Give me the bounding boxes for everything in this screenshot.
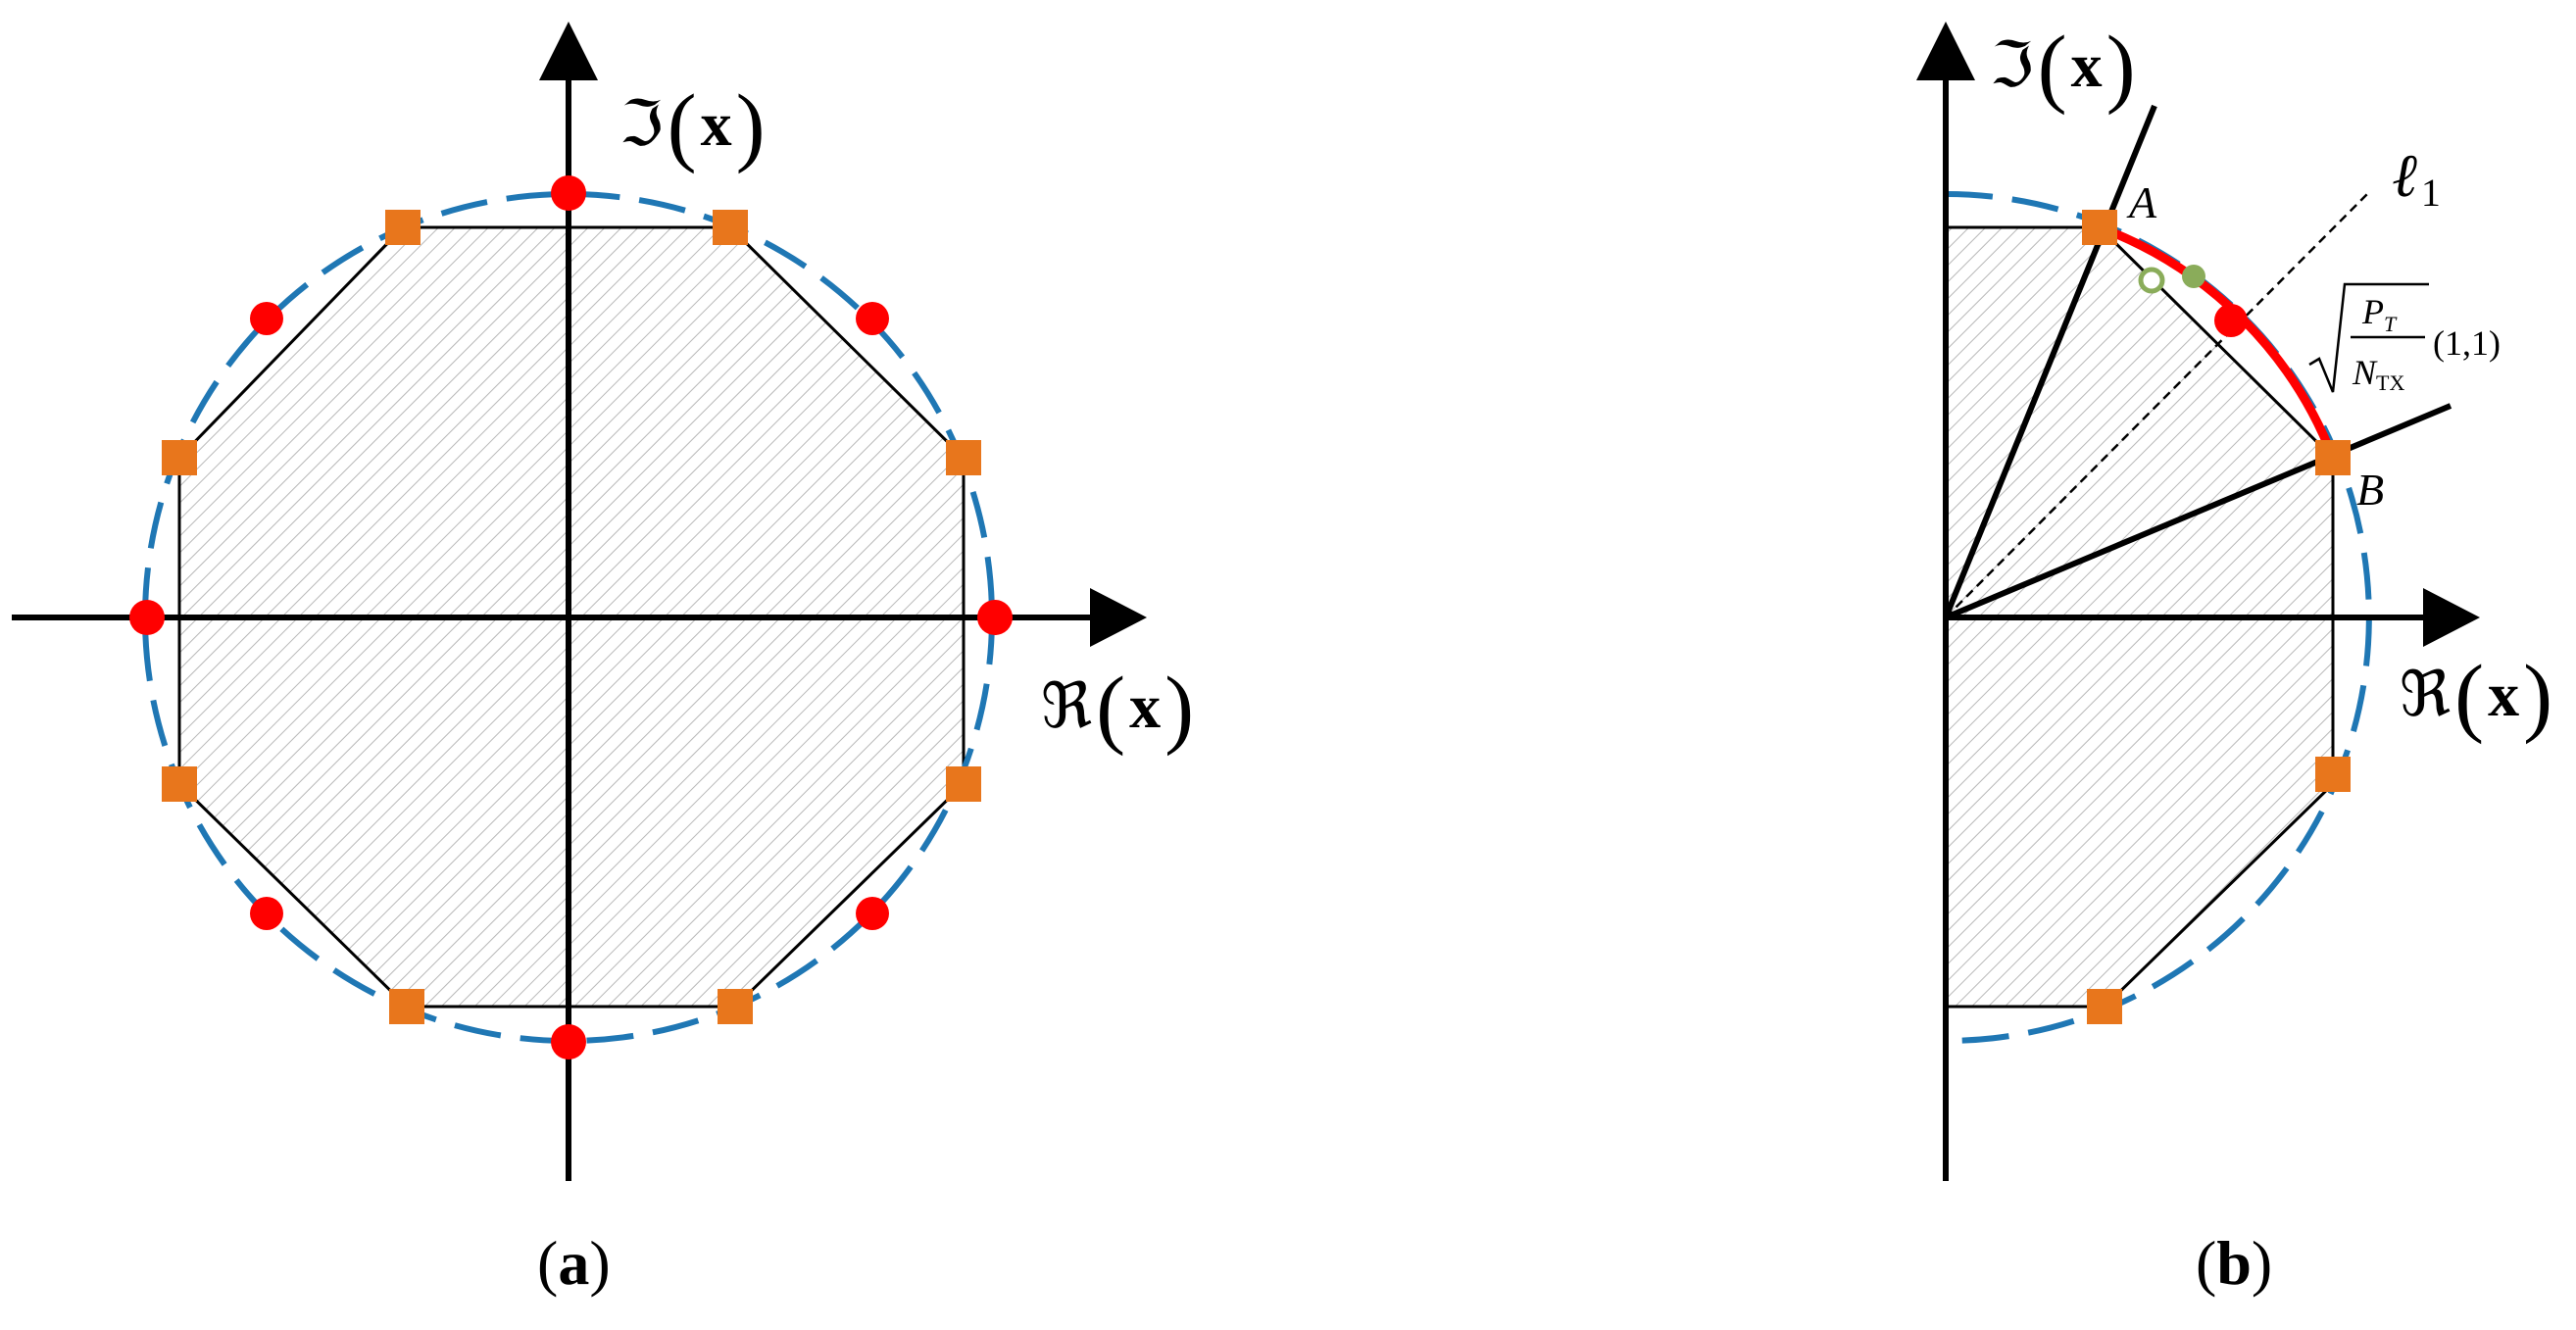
orange-square	[389, 989, 424, 1024]
red-dot	[856, 897, 889, 930]
panel-a-orange-squares	[162, 210, 981, 1024]
orange-square-a	[2082, 210, 2117, 245]
orange-square	[2315, 757, 2351, 792]
sqrt-symbol	[2308, 282, 2429, 393]
red-dot	[551, 175, 586, 211]
panel-b-point-a-label: A	[2126, 177, 2157, 227]
panel-b-x-axis-arrow	[2423, 588, 2480, 647]
panel-b-line-through-b	[1944, 403, 2452, 620]
panel-a-x-axis-label: ℜ(x)	[1041, 660, 1194, 757]
panel-b-y-axis-label: ℑ(x)	[1990, 19, 2136, 116]
panel-b-y-axis-arrow	[1916, 22, 1975, 80]
panel-b-line-l1	[1945, 190, 2371, 618]
panel-b-x-axis-label: ℜ(x)	[2400, 648, 2552, 745]
red-dot	[551, 1024, 586, 1059]
red-dot	[977, 600, 1013, 635]
red-dot	[856, 302, 889, 335]
orange-square	[946, 766, 981, 802]
panel-b-green-filled-dot	[2182, 265, 2205, 288]
panel-a-y-axis-label: ℑ(x)	[619, 77, 766, 174]
panel-a-caption: (a)	[537, 1228, 611, 1298]
panel-b-line-through-a	[1943, 104, 2157, 619]
red-dot	[250, 302, 283, 335]
orange-square	[713, 210, 748, 245]
panel-b-formula: PT NTX (1,1)	[2308, 282, 2501, 395]
panel-b-red-dot	[2214, 304, 2248, 337]
formula-denominator: NTX	[2352, 353, 2404, 395]
orange-square	[162, 440, 197, 475]
panel-b-point-b-label: B	[2356, 465, 2384, 515]
orange-square	[2087, 989, 2122, 1024]
orange-square	[385, 210, 421, 245]
formula-args: (1,1)	[2433, 323, 2501, 363]
red-dot	[250, 897, 283, 930]
panel-a: ℑ(x) ℜ(x) (a)	[12, 22, 1194, 1298]
orange-square	[718, 989, 753, 1024]
panel-a-y-axis-arrow	[539, 22, 598, 80]
orange-square	[162, 766, 197, 802]
orange-square	[946, 440, 981, 475]
red-dot	[129, 600, 165, 635]
panel-b-green-hollow-dot	[2138, 267, 2165, 294]
panel-b-orange-squares	[2082, 210, 2351, 1024]
panel-a-x-axis-arrow	[1090, 588, 1147, 647]
panel-b-caption: (b)	[2196, 1228, 2272, 1298]
orange-square-b	[2315, 440, 2351, 475]
panel-a-red-dots	[129, 175, 1013, 1059]
formula-numerator: PT	[2361, 292, 2398, 336]
